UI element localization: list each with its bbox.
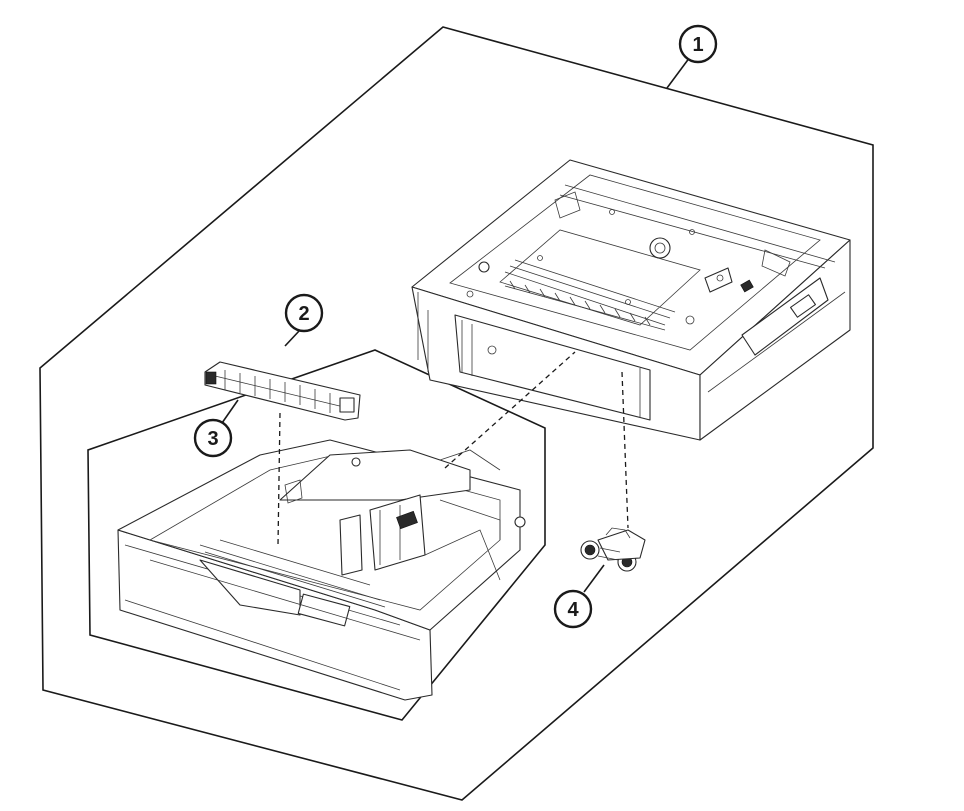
callout-4: 4 bbox=[553, 589, 593, 629]
callout-2-leader bbox=[284, 329, 301, 347]
alignment-line-roller bbox=[621, 371, 629, 529]
tray-housing-drawing bbox=[411, 159, 851, 441]
alignment-line-separator bbox=[277, 412, 281, 546]
assembly-1-boundary bbox=[39, 26, 874, 801]
callout-1: 1 bbox=[678, 24, 718, 64]
callout-4-label: 4 bbox=[567, 599, 579, 621]
callout-2: 2 bbox=[284, 293, 324, 333]
paper-tray-drawing bbox=[117, 439, 526, 701]
callout-1-leader bbox=[666, 56, 691, 89]
callout-3: 3 bbox=[193, 418, 233, 458]
callout-3-leader bbox=[221, 399, 239, 424]
callout-2-label: 2 bbox=[298, 303, 309, 325]
callout-3-label: 3 bbox=[207, 428, 218, 450]
assembly-2-boundary bbox=[87, 349, 546, 721]
callout-1-label: 1 bbox=[692, 34, 703, 56]
callout-4-leader bbox=[583, 564, 605, 593]
pick-roller-drawing bbox=[580, 527, 646, 572]
separator-pad-drawing bbox=[204, 361, 361, 421]
alignment-line-tray bbox=[444, 351, 576, 469]
